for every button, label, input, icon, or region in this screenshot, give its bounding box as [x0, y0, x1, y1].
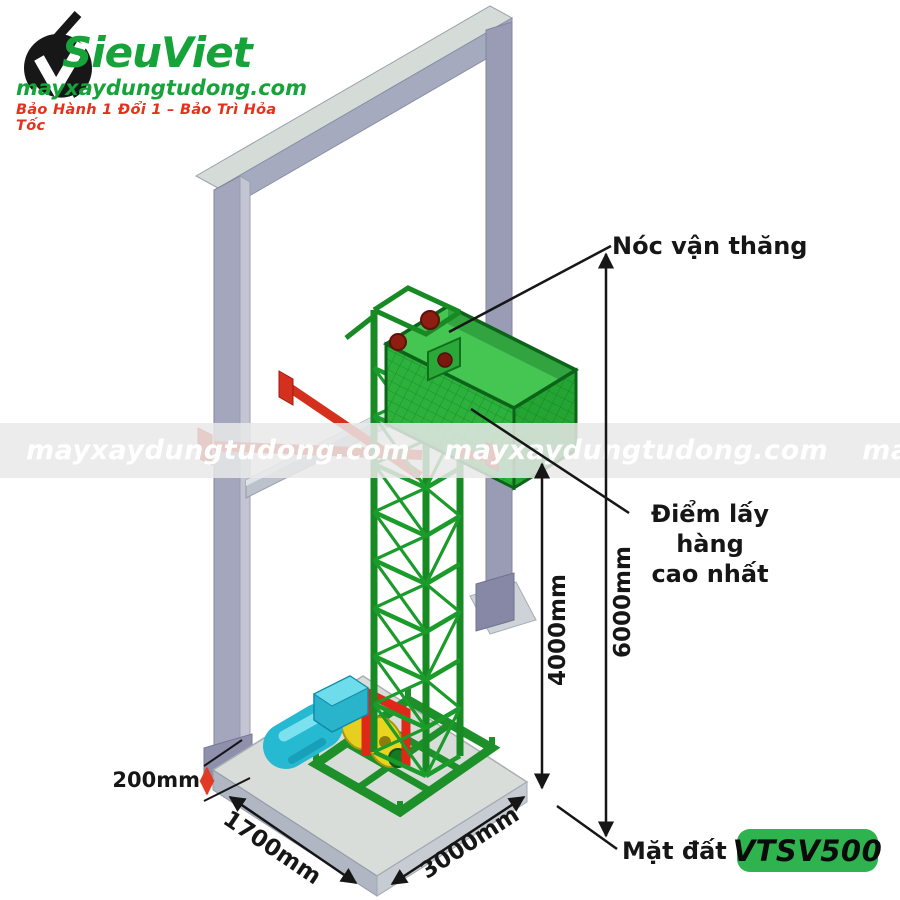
- watermark-text: mayxaydungtudong.com: [26, 435, 411, 466]
- leader-roof: [448, 244, 612, 334]
- watermark-text: mayxaydungtudong.com: [862, 435, 900, 466]
- brand-name: SieuViet: [62, 28, 253, 77]
- model-code: VTSV500: [732, 833, 883, 868]
- label-ground: Mặt đất: [622, 837, 727, 865]
- cathead: [344, 285, 462, 382]
- dim-tick-200-top: [203, 739, 243, 767]
- watermark-text: mayxaydungtudong.com: [444, 435, 829, 466]
- watermark-band: mayxaydungtudong.com mayxaydungtudong.com…: [0, 423, 900, 478]
- dim-label-total-height: 6000mm: [610, 546, 636, 658]
- brand-tagline: Bảo Hành 1 Đổi 1 – Bảo Trì Hỏa Tốc: [16, 102, 277, 134]
- motor: [263, 675, 369, 769]
- label-hoist-roof: Nóc vận thăng: [612, 232, 808, 260]
- dim-label-slab-thickness: 200mm: [112, 768, 200, 792]
- brand-website: mayxaydungtudong.com: [16, 76, 307, 100]
- dim-label-pickup-height: 4000mm: [545, 574, 571, 686]
- leader-ground: [556, 804, 618, 851]
- label-highest-pickup-line1: Điểm lấy hàng: [650, 500, 770, 558]
- brand-logo: SieuViet mayxaydungtudong.com Bảo Hành 1…: [0, 0, 307, 140]
- model-badge: VTSV500: [733, 829, 882, 872]
- hardhat-check-icon: [24, 11, 92, 104]
- leader-pickup: [470, 407, 630, 515]
- label-highest-pickup-line2: cao nhất: [651, 560, 769, 588]
- dim-line-3000: [390, 795, 526, 886]
- label-highest-pickup-point: Điểm lấy hàng cao nhất: [626, 499, 794, 589]
- dim-tick-200-bottom: [203, 777, 251, 802]
- winch-frame: [361, 684, 411, 766]
- dim-line-1700: [228, 795, 358, 885]
